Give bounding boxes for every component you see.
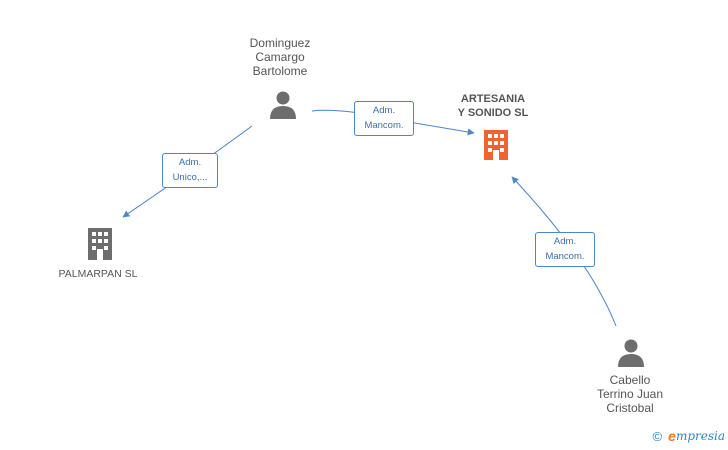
person-name-dominguez[interactable]: Dominguez Camargo Bartolome	[232, 36, 328, 78]
edge-label-line: Adm.	[178, 157, 202, 168]
edge-label-line: Adm.	[553, 236, 577, 247]
company-name-line: ARTESANIA	[460, 93, 526, 105]
edge-label-line: Unico,...	[172, 172, 208, 183]
company-name-line: PALMARPAN SL	[58, 268, 138, 280]
person-name-line: Cristobal	[606, 401, 654, 415]
company-name-line: Y SONIDO SL	[457, 107, 529, 119]
company-name-palmarpan[interactable]: PALMARPAN SL	[48, 268, 148, 281]
building-icon[interactable]	[481, 129, 511, 161]
person-name-line: Bartolome	[252, 64, 308, 78]
person-name-line: Camargo	[255, 50, 305, 64]
person-name-cabello[interactable]: Cabello Terrino Juan Cristobal	[582, 373, 678, 415]
building-icon[interactable]	[85, 227, 115, 261]
edge-label-dominguez-palmarpan[interactable]: Adm. Unico,...	[162, 153, 218, 188]
company-name-artesania[interactable]: ARTESANIA Y SONIDO SL	[440, 92, 546, 120]
person-icon[interactable]	[268, 90, 298, 120]
edge-label-line: Mancom.	[545, 251, 585, 262]
edge-label-cabello-artesania[interactable]: Adm. Mancom.	[535, 232, 595, 267]
edge-label-dominguez-artesania[interactable]: Adm. Mancom.	[354, 101, 414, 136]
copyright-icon: ©	[652, 428, 663, 444]
edge-label-line: Adm.	[372, 105, 396, 116]
edge-label-line: Mancom.	[364, 120, 404, 131]
brand-initial: e	[668, 428, 676, 444]
person-name-line: Cabello	[609, 373, 651, 387]
person-name-line: Terrino Juan	[596, 387, 664, 401]
brand-name: mpresia	[675, 429, 725, 443]
person-icon[interactable]	[616, 338, 646, 368]
person-name-line: Dominguez	[249, 36, 311, 50]
brand-footer[interactable]: © e mpresia	[653, 428, 725, 444]
